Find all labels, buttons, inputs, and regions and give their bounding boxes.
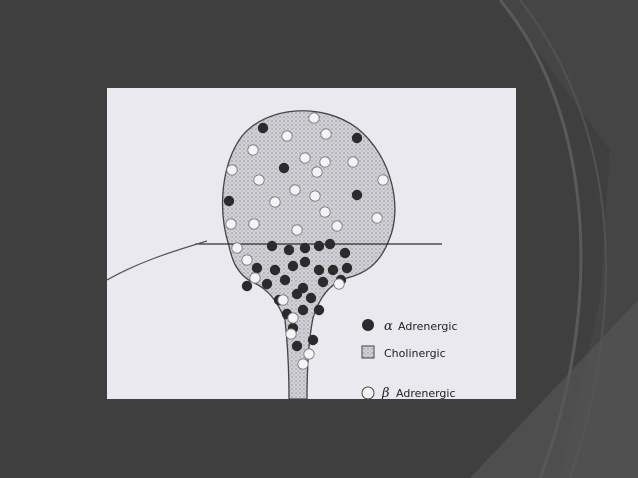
beta-receptor-dot bbox=[347, 156, 359, 168]
alpha-receptor-dot bbox=[324, 238, 336, 250]
beta-receptor-dot bbox=[331, 220, 343, 232]
beta-receptor-dot bbox=[303, 348, 315, 360]
beta-receptor-dot bbox=[248, 218, 260, 230]
curve-stroke bbox=[107, 240, 208, 281]
alpha-receptor-dot bbox=[317, 276, 329, 288]
beta-receptor-dot bbox=[320, 128, 332, 140]
alpha-receptor-dot bbox=[351, 189, 363, 201]
beta-receptor-dot bbox=[287, 312, 299, 324]
alpha-receptor-dot bbox=[341, 262, 353, 274]
alpha-receptor-dot bbox=[299, 256, 311, 268]
alpha-receptor-dot bbox=[251, 262, 263, 274]
receptor-distribution-diagram: α Adrenergic Cholinergic β Adrenergic bbox=[107, 110, 458, 399]
alpha-receptor-dot bbox=[223, 195, 235, 207]
diagram-panel: α Adrenergic Cholinergic β Adrenergic bbox=[107, 88, 516, 399]
beta-receptor-dot bbox=[249, 272, 261, 284]
beta-receptor-dot bbox=[225, 218, 237, 230]
beta-receptor-dot bbox=[319, 156, 331, 168]
beta-receptor-dot bbox=[269, 196, 281, 208]
alpha-receptor-dot bbox=[261, 278, 273, 290]
alpha-receptor-dot bbox=[291, 340, 303, 352]
beta-receptor-dot bbox=[285, 328, 297, 340]
legend: α Adrenergic Cholinergic β Adrenergic bbox=[361, 319, 458, 399]
legend-alpha-marker bbox=[362, 319, 374, 331]
receptor-dots bbox=[223, 112, 389, 370]
beta-receptor-dot bbox=[231, 242, 243, 254]
alpha-receptor-dot bbox=[287, 260, 299, 272]
beta-receptor-dot bbox=[291, 224, 303, 236]
legend-cholinergic-label: Cholinergic bbox=[384, 347, 446, 360]
alpha-receptor-dot bbox=[351, 132, 363, 144]
alpha-receptor-dot bbox=[313, 304, 325, 316]
beta-receptor-dot bbox=[309, 190, 321, 202]
beta-receptor-dot bbox=[277, 294, 289, 306]
alpha-receptor-dot bbox=[241, 280, 253, 292]
beta-receptor-dot bbox=[289, 184, 301, 196]
beta-receptor-dot bbox=[299, 152, 311, 164]
beta-receptor-dot bbox=[311, 166, 323, 178]
alpha-receptor-dot bbox=[305, 292, 317, 304]
legend-alpha-label: Adrenergic bbox=[398, 320, 458, 333]
legend-beta-label: Adrenergic bbox=[396, 387, 456, 399]
beta-receptor-dot bbox=[247, 144, 259, 156]
alpha-receptor-dot bbox=[291, 288, 303, 300]
legend-cholinergic-marker bbox=[361, 345, 375, 359]
alpha-receptor-dot bbox=[257, 122, 269, 134]
alpha-receptor-dot bbox=[283, 244, 295, 256]
beta-receptor-dot bbox=[308, 112, 320, 124]
beta-receptor-dot bbox=[333, 278, 345, 290]
alpha-receptor-dot bbox=[266, 240, 278, 252]
alpha-receptor-dot bbox=[327, 264, 339, 276]
alpha-receptor-dot bbox=[278, 162, 290, 174]
alpha-receptor-dot bbox=[307, 334, 319, 346]
alpha-receptor-dot bbox=[297, 304, 309, 316]
alpha-receptor-dot bbox=[313, 240, 325, 252]
beta-receptor-dot bbox=[253, 174, 265, 186]
beta-receptor-dot bbox=[281, 130, 293, 142]
alpha-receptor-dot bbox=[339, 247, 351, 259]
bg-corner-wedge bbox=[470, 300, 638, 478]
beta-receptor-dot bbox=[241, 254, 253, 266]
beta-receptor-dot bbox=[377, 174, 389, 186]
beta-receptor-dot bbox=[226, 164, 238, 176]
beta-receptor-dot bbox=[319, 206, 331, 218]
legend-beta-symbol: β bbox=[381, 386, 390, 399]
beta-receptor-dot bbox=[371, 212, 383, 224]
alpha-receptor-dot bbox=[313, 264, 325, 276]
legend-beta-marker bbox=[361, 386, 375, 399]
legend-alpha-symbol: α bbox=[384, 319, 393, 334]
alpha-receptor-dot bbox=[299, 242, 311, 254]
beta-receptor-dot bbox=[297, 358, 309, 370]
alpha-receptor-dot bbox=[279, 274, 291, 286]
alpha-receptor-dot bbox=[269, 264, 281, 276]
